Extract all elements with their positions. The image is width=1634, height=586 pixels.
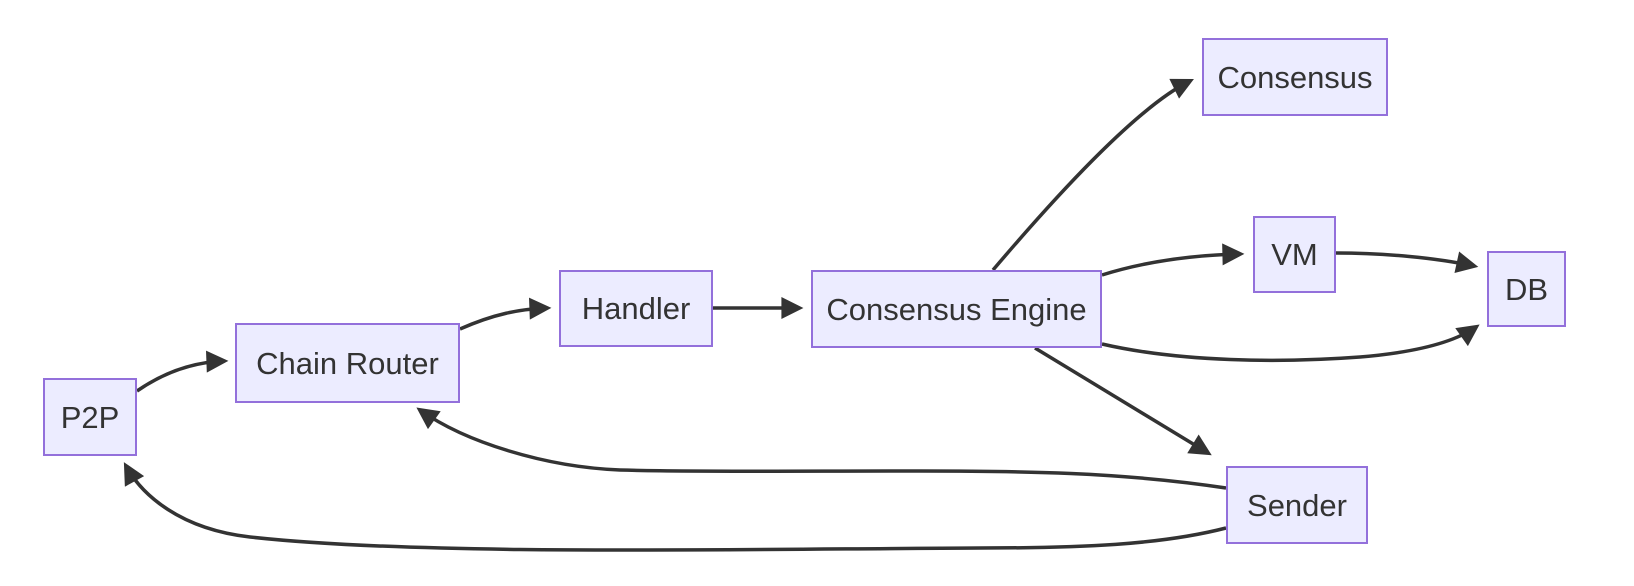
- edge-sender-to-p2p: [123, 462, 1227, 552]
- node-label: Handler: [581, 291, 691, 326]
- node-label: P2P: [60, 399, 120, 435]
- node-label: VM: [1271, 237, 1318, 272]
- node-vm: VM: [1253, 216, 1336, 293]
- edge-sender-to-chain-router: [416, 407, 1227, 490]
- node-sender: Sender: [1226, 466, 1368, 544]
- edge-consensus-engine-to-sender: [1034, 346, 1212, 456]
- node-p2p: P2P: [43, 378, 137, 456]
- node-label: Sender: [1247, 487, 1347, 523]
- node-label: Consensus: [1217, 59, 1373, 95]
- edge-consensus-engine-to-consensus: [991, 78, 1194, 272]
- node-chain-router: Chain Router: [235, 323, 460, 403]
- node-handler: Handler: [559, 270, 713, 347]
- edge-p2p-to-chain-router: [136, 350, 229, 393]
- edge-consensus-engine-to-db: [1101, 324, 1480, 363]
- node-db: DB: [1487, 251, 1566, 327]
- edge-consensus-engine-to-vm: [1101, 243, 1245, 277]
- node-consensus: Consensus: [1202, 38, 1388, 116]
- node-label: DB: [1504, 271, 1549, 307]
- node-label: Consensus Engine: [826, 291, 1087, 327]
- edge-chain-router-to-handler: [459, 297, 552, 331]
- node-consensus-engine: Consensus Engine: [811, 270, 1102, 348]
- node-label: Chain Router: [256, 345, 439, 381]
- edge-vm-to-db: [1335, 251, 1479, 274]
